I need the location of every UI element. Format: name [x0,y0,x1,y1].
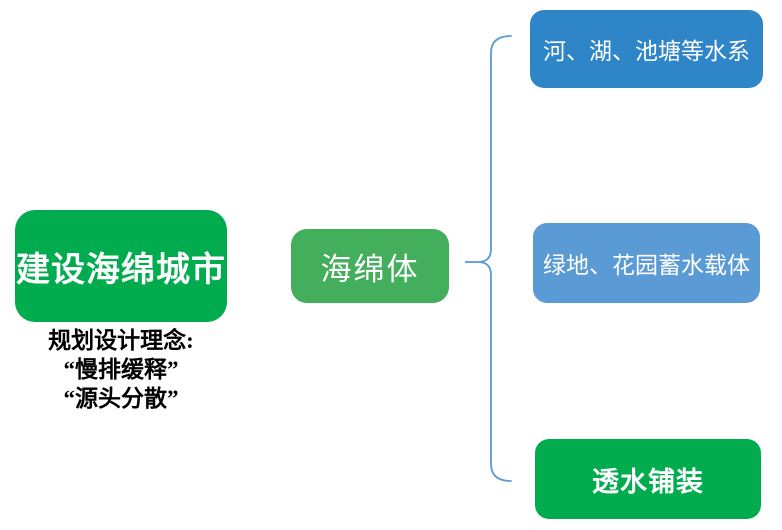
planning-concept-caption: 规划设计理念: “慢排缓释” “源头分散” [5,326,237,413]
caption-line-1: 规划设计理念: [48,328,194,353]
node-sponge-body: 海绵体 [291,229,449,303]
node-build-sponge-city: 建设海绵城市 [15,210,227,322]
caption-line-2: “慢排缓释” [63,357,179,382]
curly-brace [477,35,512,482]
brace-connector [465,35,512,482]
node-greenspace-garden: 绿地、花园蓄水载体 [533,223,760,303]
node-permeable-paving: 透水铺装 [535,439,761,519]
node-water-systems: 河、湖、池塘等水系 [530,10,763,88]
caption-line-3: “源头分散” [63,386,179,411]
